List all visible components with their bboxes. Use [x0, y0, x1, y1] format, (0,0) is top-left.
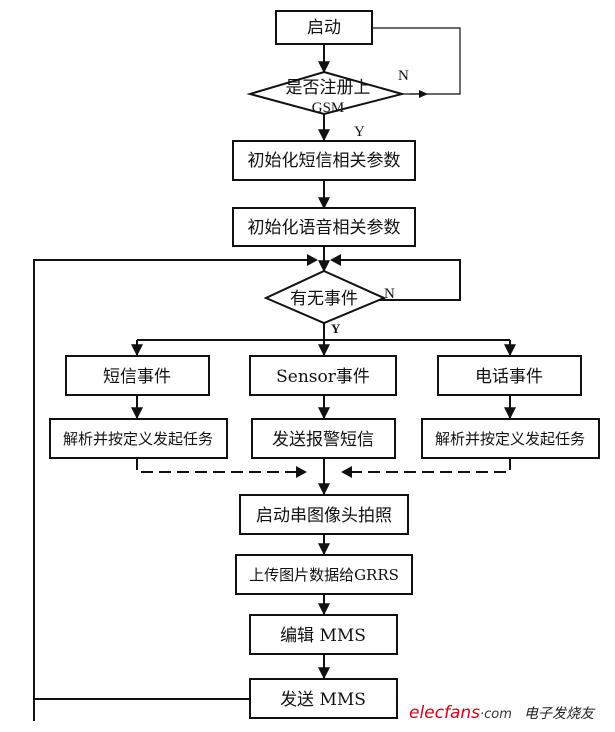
label-gsm-yes: Y [354, 124, 365, 140]
node-sensor-event: Sensor事件 [249, 355, 397, 396]
node-phone-event: 电话事件 [437, 355, 582, 396]
node-has-event-label: 有无事件 [290, 289, 358, 309]
node-phone-event-label: 电话事件 [475, 367, 543, 387]
watermark-brand: elecfans·com [409, 703, 512, 723]
node-parse-task-right-label: 解析并按定义发起任务 [435, 430, 585, 448]
dashed-merge-left [136, 458, 300, 473]
node-check-gsm-label-1: 是否注册上 [286, 78, 371, 98]
node-sms-event: 短信事件 [65, 355, 210, 396]
node-camera-photo: 启动串图像头拍照 [239, 494, 409, 535]
node-edit-mms: 编辑 MMS [249, 614, 398, 655]
node-send-mms-label: 发送 MMS [280, 690, 366, 710]
node-send-mms: 发送 MMS [249, 678, 398, 719]
node-upload-image-label: 上传图片数据给GRRS [249, 566, 399, 584]
node-init-sms: 初始化短信相关参数 [232, 140, 416, 181]
watermark-logo: elecfans·com 电子发烧友 [409, 703, 596, 723]
node-parse-task-left-label: 解析并按定义发起任务 [63, 430, 213, 448]
node-send-alarm-sms: 发送报警短信 [251, 418, 396, 459]
node-check-gsm-label-2: GSM [312, 100, 345, 116]
arrow-return-head [307, 254, 318, 266]
arrow-event-no-head [330, 254, 341, 266]
node-sms-event-label: 短信事件 [103, 367, 171, 387]
label-gsm-no: N [398, 68, 409, 84]
node-camera-photo-label: 启动串图像头拍照 [256, 506, 392, 526]
watermark-cn: 电子发烧友 [524, 706, 596, 722]
dashed-merge-right-head [341, 466, 352, 478]
loop-return-left-part [33, 259, 312, 721]
node-send-alarm-sms-label: 发送报警短信 [272, 430, 374, 450]
dashed-merge-left-head [296, 466, 307, 478]
label-event-yes: Y [331, 321, 341, 336]
node-start-label: 启动 [307, 18, 341, 38]
label-event-no: N [384, 286, 395, 302]
node-init-sms-label: 初始化短信相关参数 [248, 151, 401, 171]
connectors [33, 27, 516, 721]
watermark-brand-text: elecfans [409, 703, 480, 723]
node-sensor-event-label: Sensor事件 [276, 367, 370, 387]
node-init-voice-label: 初始化语音相关参数 [248, 218, 401, 238]
loop-event-no [340, 259, 461, 301]
dashed-merge-right [348, 458, 511, 473]
node-init-voice: 初始化语音相关参数 [232, 207, 416, 247]
node-parse-task-right: 解析并按定义发起任务 [421, 418, 600, 459]
node-upload-image: 上传图片数据给GRRS [235, 554, 413, 595]
watermark-domain-text: ·com [480, 707, 512, 722]
node-parse-task-left: 解析并按定义发起任务 [49, 418, 228, 459]
node-check-gsm: 是否注册上 GSM [246, 70, 406, 116]
node-start: 启动 [275, 10, 373, 45]
node-edit-mms-label: 编辑 MMS [280, 626, 366, 646]
node-has-event: 有无事件 [263, 269, 387, 325]
loop-gsm-no [372, 27, 461, 95]
arrow-gsm-no-head [419, 90, 428, 98]
